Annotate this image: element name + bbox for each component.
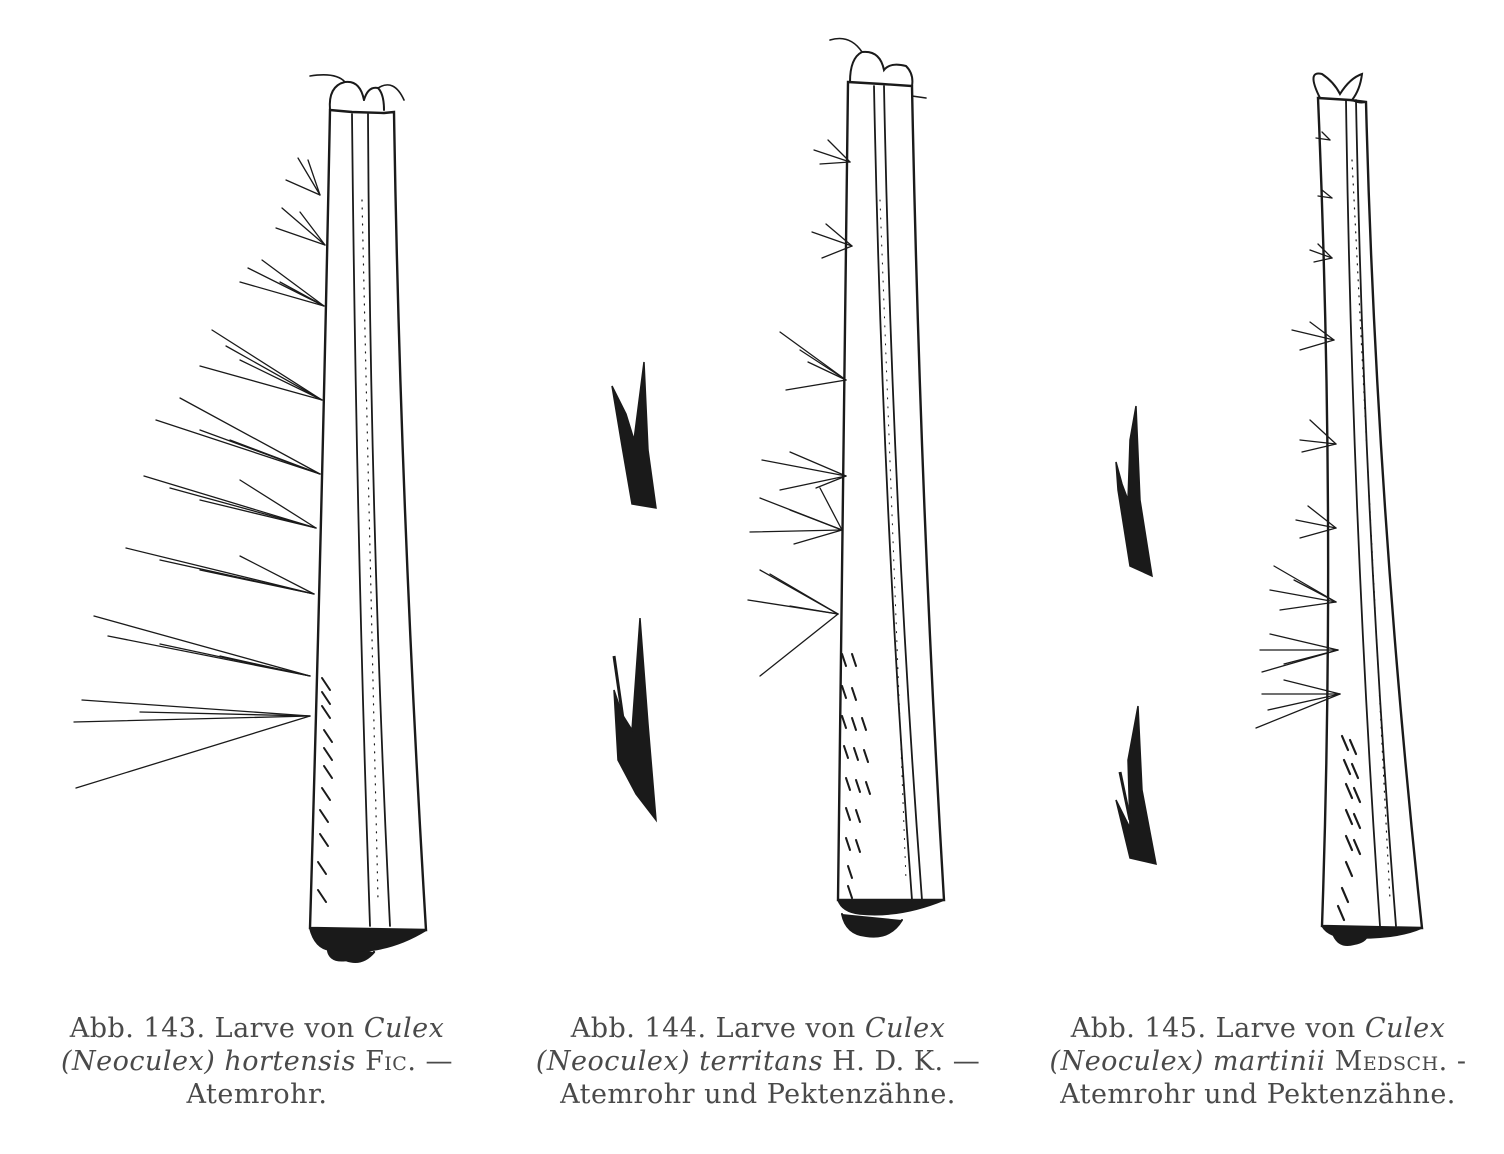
figure-label: Abb. 145. <box>1070 1013 1207 1044</box>
caption-line-2: (Neoculex) territans H. D. K. — <box>508 1045 1008 1078</box>
species-name: martinii <box>1212 1046 1326 1077</box>
author-name: Medsch. <box>1334 1046 1448 1077</box>
siphon-drawing-hortensis <box>73 74 428 963</box>
caption-line-2: (Neoculex) hortensis Fic. — <box>22 1045 492 1078</box>
caption-line-3: Atemrohr. <box>186 1079 328 1110</box>
caption-line-1: Abb. 144. Larve von Culex <box>508 1012 1008 1045</box>
figure-label: Abb. 144. <box>570 1013 707 1044</box>
siphon-drawing-territans <box>747 37 946 938</box>
caption-abb-145: Abb. 145. Larve von Culex (Neoculex) mar… <box>1018 1012 1498 1111</box>
caption-line-3: Atemrohr und Pektenzähne. <box>1060 1079 1456 1110</box>
species-name: territans <box>699 1046 824 1077</box>
figure-label: Abb. 143. <box>69 1013 206 1044</box>
caption-text: Larve von <box>715 1013 856 1044</box>
genus-name: Culex <box>1364 1013 1446 1044</box>
caption-line-3: Atemrohr und Pektenzähne. <box>560 1079 956 1110</box>
caption-dash: — <box>952 1046 981 1077</box>
caption-text: Larve von <box>214 1013 355 1044</box>
author-name: Fic. <box>365 1046 417 1077</box>
caption-abb-144: Abb. 144. Larve von Culex (Neoculex) ter… <box>508 1012 1008 1111</box>
caption-dash: — <box>425 1046 454 1077</box>
subgenus-name: (Neoculex) <box>60 1046 216 1077</box>
pecten-teeth-territans <box>611 361 657 823</box>
caption-text: Larve von <box>1215 1013 1356 1044</box>
subgenus-name: (Neoculex) <box>535 1046 691 1077</box>
subgenus-name: (Neoculex) <box>1049 1046 1204 1077</box>
caption-abb-143: Abb. 143. Larve von Culex (Neoculex) hor… <box>22 1012 492 1111</box>
genus-name: Culex <box>864 1013 946 1044</box>
caption-dash: - <box>1456 1046 1467 1077</box>
siphon-drawing-martinii <box>1255 72 1424 946</box>
caption-line-2: (Neoculex) martinii Medsch. - <box>1018 1045 1498 1078</box>
author-name: H. D. K. <box>832 1046 944 1077</box>
pecten-teeth-martinii <box>1115 405 1157 865</box>
caption-line-1: Abb. 145. Larve von Culex <box>1018 1012 1498 1045</box>
caption-line-1: Abb. 143. Larve von Culex <box>22 1012 492 1045</box>
species-name: hortensis <box>224 1046 356 1077</box>
genus-name: Culex <box>363 1013 445 1044</box>
